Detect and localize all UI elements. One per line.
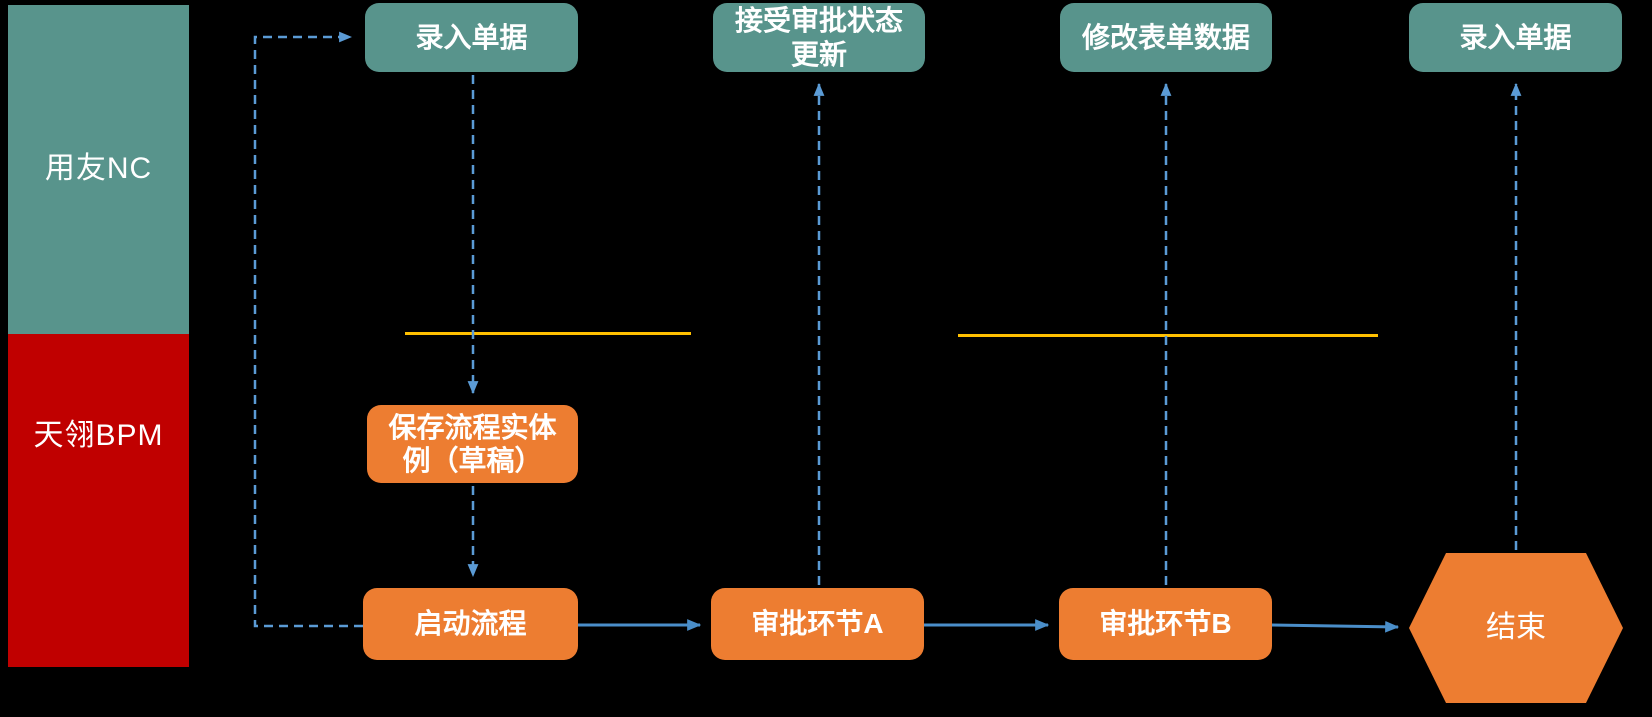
node-entry-form-1: 录入单据: [365, 3, 578, 72]
node-receive-approval-status: 接受审批状态更新: [713, 3, 925, 72]
lane-label-yongyou-nc: 用友NC: [44, 152, 153, 185]
lane-yongyou-nc: [8, 5, 189, 334]
lane-tianling-bpm: [8, 334, 189, 667]
connector-start-process-to-entry-form: [253, 31, 363, 628]
node-start-process: 启动流程: [363, 588, 578, 660]
node-end-hexagon: 结束: [1409, 553, 1623, 703]
node-entry-form-2: 录入单据: [1409, 3, 1622, 72]
connector-approval-b-to-end: [1271, 620, 1400, 633]
lane-label-tianling-bpm: 天翎BPM: [33, 419, 164, 452]
lane-divider-segment-2: [958, 334, 1378, 337]
lane-divider-segment-1: [405, 332, 691, 335]
node-save-draft-instance: 保存流程实体例（草稿）: [367, 405, 578, 483]
node-approval-step-a: 审批环节A: [711, 588, 924, 660]
node-approval-step-b: 审批环节B: [1059, 588, 1272, 660]
node-modify-form-data: 修改表单数据: [1060, 3, 1272, 72]
